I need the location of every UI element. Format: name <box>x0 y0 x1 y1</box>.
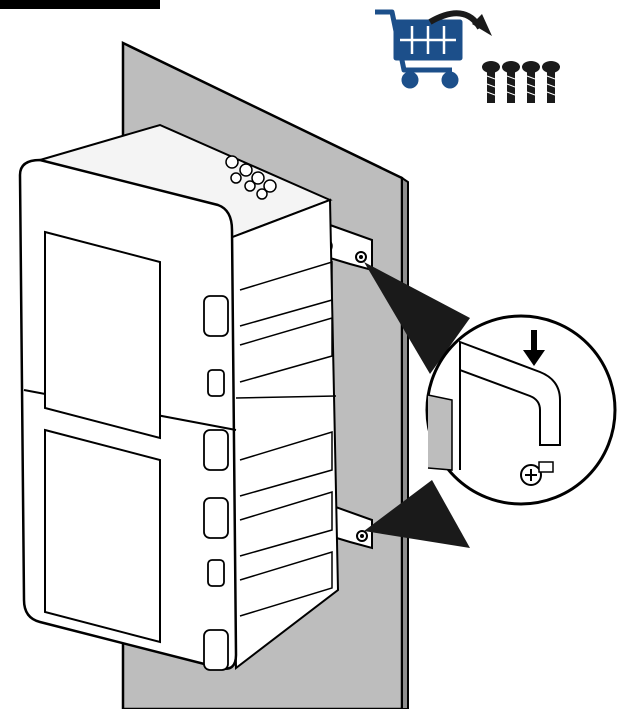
screw-icon <box>482 61 500 103</box>
screw-icon <box>520 461 554 486</box>
screw-icon <box>542 61 560 103</box>
curved-arrow-icon <box>428 10 492 36</box>
callout-wedge <box>364 262 470 548</box>
mounting-bracket-upper <box>329 223 373 272</box>
analyzer-enclosure <box>18 123 340 671</box>
screw-icon <box>522 61 540 103</box>
screw-icon <box>502 61 520 103</box>
shopping-cart-icon <box>375 9 463 89</box>
detail-magnifier <box>425 314 617 506</box>
down-arrow-icon <box>523 330 545 366</box>
header-bar <box>0 0 160 9</box>
screw-set <box>482 61 560 103</box>
